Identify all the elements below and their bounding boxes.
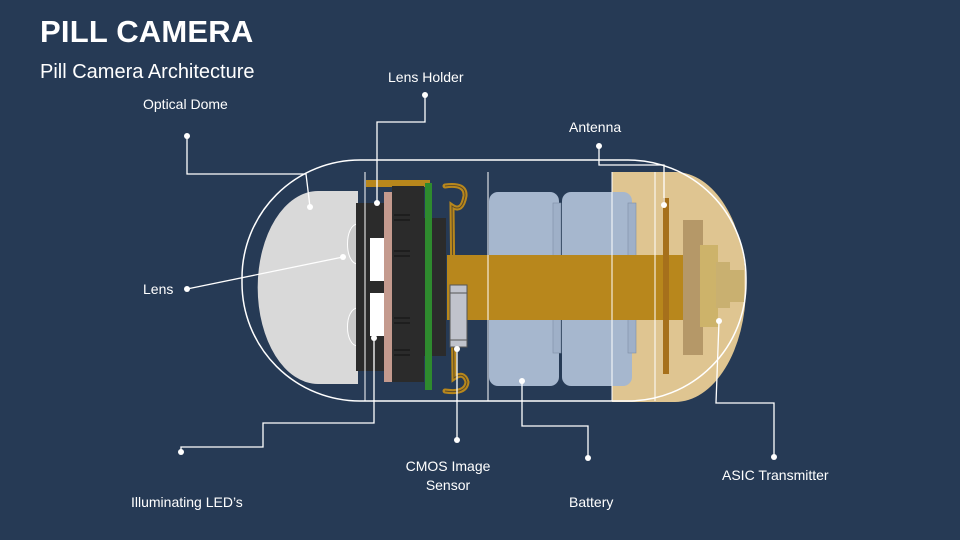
label-cmos-sensor: CMOS Image Sensor <box>403 457 493 495</box>
leader-dots <box>178 92 777 461</box>
asic-block <box>683 220 703 355</box>
label-optical-dome: Optical Dome <box>143 96 228 112</box>
label-lens-holder: Lens Holder <box>388 69 464 85</box>
slide-subtitle: Pill Camera Architecture <box>40 61 255 83</box>
dot-lens <box>184 286 190 292</box>
dot-lens-holder-end <box>374 200 380 206</box>
leader-leds <box>180 338 375 452</box>
asic-tab <box>730 270 744 302</box>
led-lower <box>370 293 386 336</box>
dot-cmos-end <box>454 437 460 443</box>
dot-lens-end <box>340 254 346 260</box>
lens-holder-ticks <box>394 214 410 356</box>
antenna-plate <box>663 198 669 374</box>
dot-antenna-end <box>661 202 667 208</box>
leader-battery <box>521 381 589 458</box>
leader-optical-dome <box>186 136 311 208</box>
lens-holder-rail <box>384 192 392 382</box>
leader-asic <box>715 320 775 457</box>
leader-lens-holder <box>376 95 426 203</box>
dot-leds <box>178 449 184 455</box>
asic-connector <box>716 262 730 308</box>
lens-outline <box>347 223 359 265</box>
lens-outline-lower <box>347 307 359 347</box>
label-asic-transmitter: ASIC Transmitter <box>722 467 829 483</box>
dot-asic-end <box>771 454 777 460</box>
led-upper <box>370 238 386 281</box>
leader-lens <box>186 256 344 290</box>
dot-lens-holder <box>422 92 428 98</box>
label-battery: Battery <box>569 494 614 510</box>
capsule-outline <box>241 159 747 402</box>
dot-asic <box>716 318 722 324</box>
cmos-sensor <box>449 284 468 348</box>
label-antenna: Antenna <box>569 119 622 135</box>
label-cmos-line2: Sensor <box>425 477 471 493</box>
slide-title: PILL CAMERA <box>40 14 254 49</box>
optical-dome <box>257 191 358 384</box>
dot-battery-end <box>585 455 591 461</box>
label-lens: Lens <box>143 281 174 297</box>
label-illuminating-leds: Illuminating LED’s <box>131 494 243 510</box>
dot-battery <box>519 378 525 384</box>
dot-cmos <box>454 346 460 352</box>
lens-holder-body <box>392 186 424 382</box>
green-board <box>425 183 432 390</box>
leader-antenna <box>598 146 665 205</box>
dot-optical-dome-end <box>307 204 313 210</box>
dot-leds-end <box>371 335 377 341</box>
leader-lines <box>180 95 775 458</box>
asic-chip <box>700 245 718 327</box>
lens-holder-bar <box>366 180 430 187</box>
dot-antenna <box>596 143 602 149</box>
dot-optical-dome <box>184 133 190 139</box>
lens-housing <box>356 203 384 371</box>
capsule-guide-lines <box>364 172 656 401</box>
label-cmos-line1: CMOS Image <box>405 458 491 474</box>
main-pcb-spine <box>447 255 685 320</box>
